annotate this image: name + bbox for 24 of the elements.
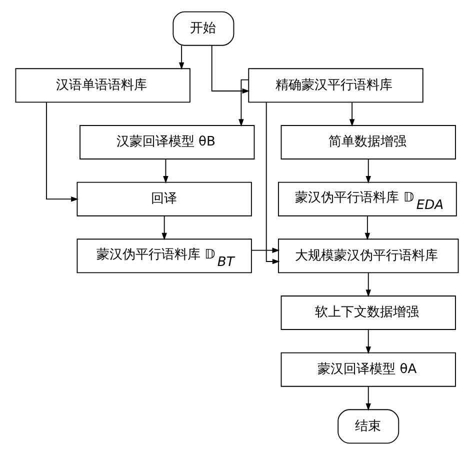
- node-box: 回译: [76, 182, 252, 216]
- node-box: 开始: [172, 11, 234, 46]
- arrow: [364, 216, 370, 240]
- arrow: [250, 248, 280, 253]
- node-box: 蒙汉回译模型 θA: [280, 352, 456, 387]
- node-box: 汉蒙回译模型 θB: [80, 125, 255, 160]
- arrow: [266, 102, 280, 264]
- arrow: [366, 386, 371, 411]
- node-box: 软上下文数据增强: [280, 296, 456, 330]
- arrow: [163, 158, 168, 184]
- node-box: 汉语单语语料库: [15, 68, 190, 103]
- node-box: 简单数据增强: [280, 125, 456, 160]
- arrow: [366, 329, 371, 354]
- node-box: 结束: [338, 409, 400, 444]
- node-box: 大规模蒙汉伪平行语料库: [278, 238, 459, 274]
- arrow: [238, 79, 250, 127]
- node-box: 精确蒙汉平行语料库: [248, 68, 424, 103]
- arrow: [178, 45, 184, 70]
- arrow: [162, 216, 167, 240]
- arrow: [366, 158, 371, 184]
- arrow: [349, 102, 355, 127]
- arrow: [366, 272, 371, 298]
- arrow: [46, 102, 79, 202]
- arrow: [211, 45, 250, 94]
